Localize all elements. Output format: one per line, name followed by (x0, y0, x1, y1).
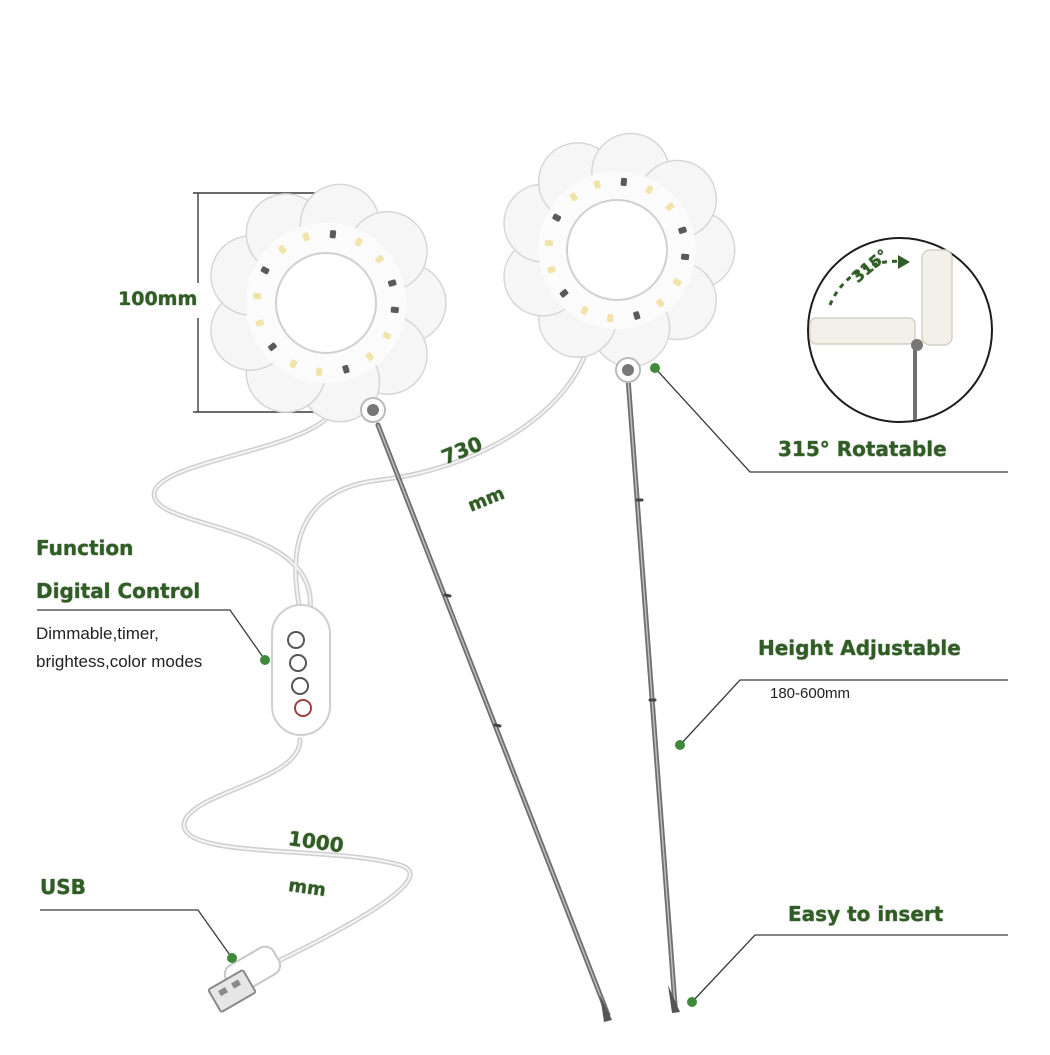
controller-button-timer (289, 654, 307, 672)
digital-control-label: Digital Control (36, 579, 201, 603)
callout-lines (37, 367, 1008, 1003)
diameter-bracket (193, 192, 325, 413)
controller-button-color (294, 699, 312, 717)
rotation-inset (807, 237, 993, 423)
digital-controller (271, 604, 331, 736)
control-description-line1: Dimmable,timer, (36, 624, 159, 643)
left-stake (375, 422, 612, 1022)
usb-plug (207, 945, 282, 1013)
control-description-line2: brightess,color modes (36, 652, 203, 671)
right-stake (625, 375, 680, 1013)
usb-label: USB (40, 875, 86, 899)
ring-diameter-label: 100mm (118, 288, 198, 310)
usb-cable-highlight (153, 354, 586, 971)
height-range-label: 180-600mm (770, 685, 851, 702)
callout-dots (227, 363, 697, 1007)
easy-insert-label: Easy to insert (788, 902, 944, 926)
function-title: Function (36, 536, 134, 560)
right-flower-light (503, 132, 736, 368)
height-adjustable-label: Height Adjustable (758, 636, 961, 660)
left-flower-light (210, 183, 447, 423)
rotatable-label: 315° Rotatable (778, 437, 947, 461)
controller-button-power (287, 631, 305, 649)
usb-cable (151, 352, 588, 973)
controller-button-brightness (291, 677, 309, 695)
